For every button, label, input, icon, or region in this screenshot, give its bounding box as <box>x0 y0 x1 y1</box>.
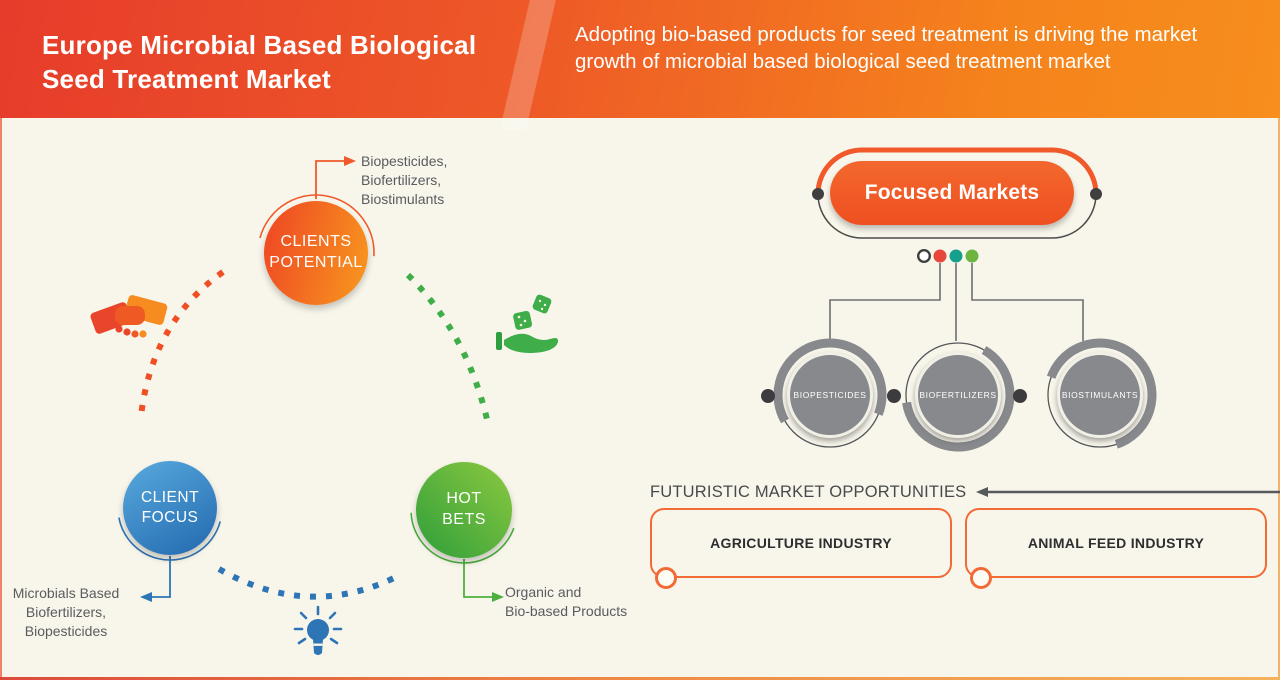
category-label: BIOPESTICIDES <box>793 390 867 400</box>
hot-bets-label: HOT <box>446 490 482 508</box>
hot-bets-callout: Organic and Bio-based Products <box>505 583 627 621</box>
category-circle-biostimulants: BIOSTIMULANTS <box>1057 352 1143 438</box>
client-focus-label: FOCUS <box>141 509 199 526</box>
page-border-left <box>0 118 2 680</box>
page-border-bottom <box>0 677 1280 680</box>
page-subtitle: Adopting bio-based products for seed tre… <box>575 23 1198 73</box>
dotted-arc-green <box>405 272 492 429</box>
callout-line: Biostimulants <box>361 190 445 207</box>
opportunity-label: AGRICULTURE INDUSTRY <box>710 535 892 551</box>
client-focus-label: CLIENT <box>140 488 200 506</box>
hot-bets-connector <box>463 559 504 602</box>
opportunities-arrow <box>976 487 1280 497</box>
legend-dots <box>917 248 979 263</box>
callout-line: Biofertilizers, <box>361 171 442 188</box>
clients-potential-circle: CLIENTS POTENTIAL <box>264 201 368 305</box>
callout-line: Bio-based Products <box>505 602 628 619</box>
dotted-arc-orange <box>138 269 225 417</box>
client-focus-callout: Microbials Based Biofertilizers, Biopest… <box>2 584 130 641</box>
tree-connectors <box>829 263 1084 341</box>
callout-line: Biopesticides <box>24 622 108 639</box>
header-banner: Europe Microbial Based Biological Seed T… <box>0 0 1280 130</box>
opportunity-box-agriculture: AGRICULTURE INDUSTRY <box>650 508 952 578</box>
focused-markets-title: Focused Markets <box>864 181 1040 204</box>
client-focus-circle: CLIENT FOCUS <box>123 461 217 555</box>
callout-line: Biofertilizers, <box>25 603 107 620</box>
opportunity-label: ANIMAL FEED INDUSTRY <box>1027 535 1205 551</box>
lightbulb-icon <box>293 605 343 655</box>
category-circle-biofertilizers: BIOFERTILIZERS <box>915 352 1001 438</box>
clients-potential-label: CLIENTS <box>280 233 352 251</box>
dotted-arc-blue <box>217 566 398 600</box>
opportunity-box-corner-ring <box>970 567 992 589</box>
page-border-right <box>1278 118 1280 680</box>
clients-potential-connector <box>315 156 356 199</box>
opportunity-box-animal-feed: ANIMAL FEED INDUSTRY <box>965 508 1267 578</box>
clients-potential-callout: Biopesticides, Biofertilizers, Biostimul… <box>361 152 447 209</box>
category-circle-biopesticides: BIOPESTICIDES <box>787 352 873 438</box>
opportunities-heading: FUTURISTIC MARKET OPPORTUNITIES <box>650 483 967 501</box>
hot-bets-circle: HOT BETS <box>416 462 512 558</box>
callout-line: Microbials Based <box>12 585 120 601</box>
handshake-icon <box>90 295 168 338</box>
clients-potential-label: POTENTIAL <box>269 254 363 271</box>
callout-line: Organic and <box>505 584 582 600</box>
client-focus-connector <box>140 556 171 602</box>
focused-markets-pill: Focused Markets <box>830 161 1074 225</box>
callout-line: Biopesticides, <box>361 153 448 169</box>
opportunity-box-corner-ring <box>655 567 677 589</box>
hand-with-seeds-icon <box>496 294 559 353</box>
category-label: BIOSTIMULANTS <box>1061 390 1139 400</box>
page-title: Europe Microbial Based Biological Seed T… <box>42 30 477 94</box>
category-label: BIOFERTILIZERS <box>919 390 997 400</box>
hot-bets-label: BETS <box>442 511 486 528</box>
